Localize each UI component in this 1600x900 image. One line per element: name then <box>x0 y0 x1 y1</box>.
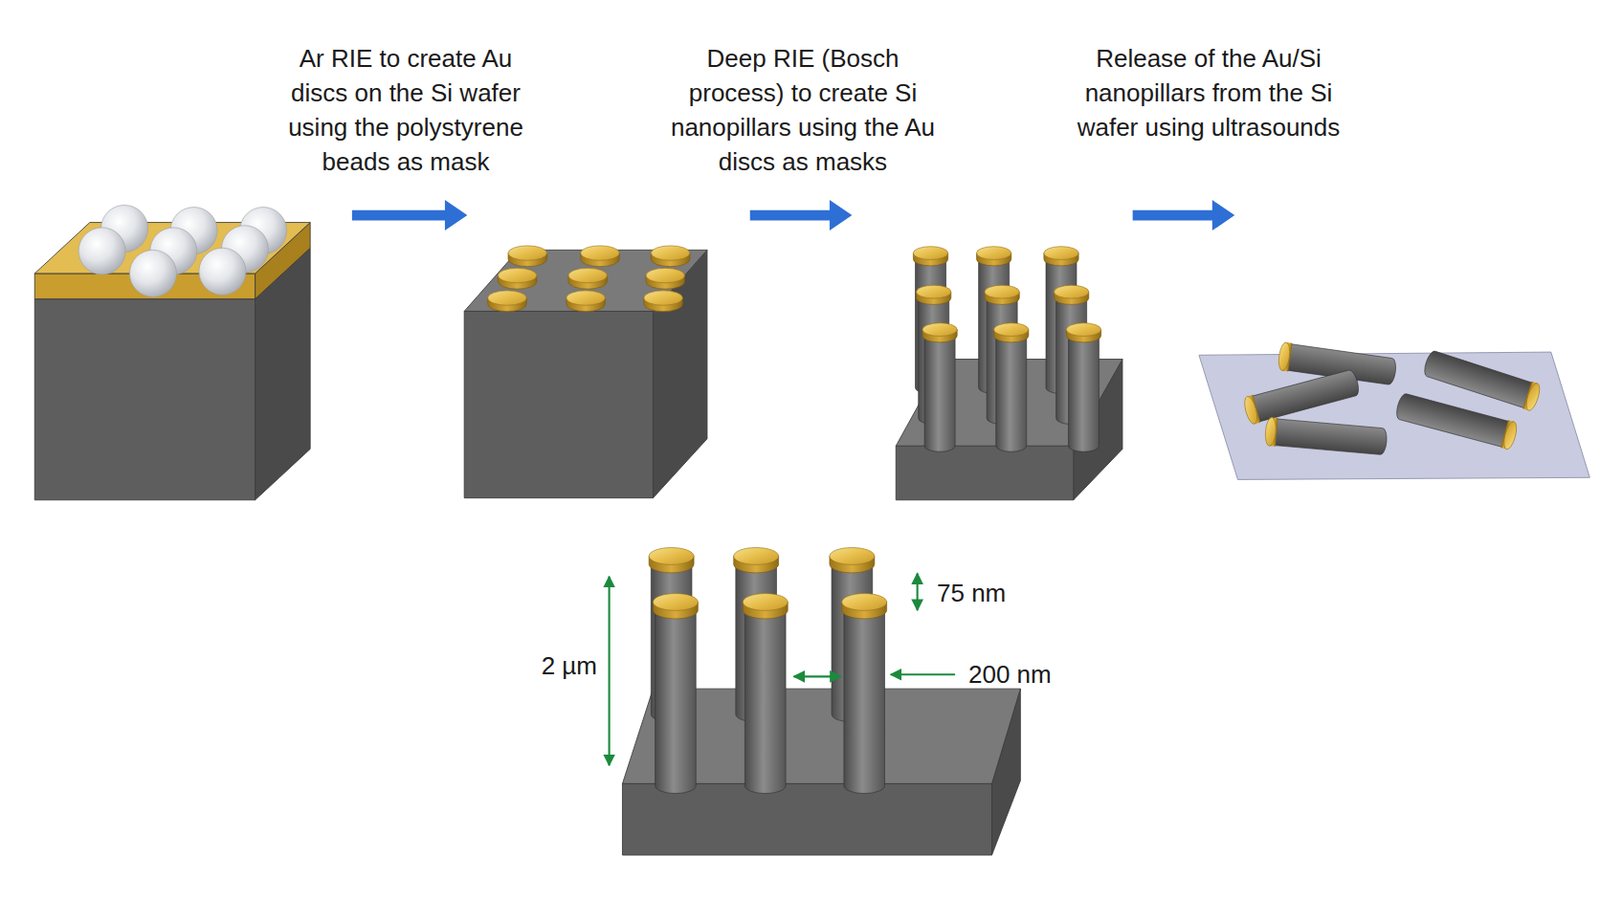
si-pillar <box>1067 335 1099 452</box>
gold-disc-top <box>508 245 548 261</box>
dimension-label: 2 µm <box>482 648 598 684</box>
dimension-label: 75 nm <box>936 576 1052 611</box>
rod-gold-end <box>1501 420 1519 451</box>
gold-disc-top <box>742 594 788 612</box>
wafer-with-discs <box>464 245 708 499</box>
dimension-line <box>794 675 842 678</box>
gold-disc-top <box>1066 323 1101 337</box>
released-nanopillar <box>1394 391 1519 451</box>
si-pillar <box>655 610 697 795</box>
process-arrow <box>1133 200 1236 231</box>
gold-disc-top <box>568 267 608 283</box>
wafer-front <box>622 783 992 856</box>
rod-body <box>1274 419 1388 456</box>
wafer-front <box>895 445 1074 501</box>
gold-disc-top <box>497 267 537 283</box>
wafer-front <box>464 311 653 498</box>
gold-disc-top <box>1044 246 1079 261</box>
rod-gold-end <box>1264 417 1277 447</box>
gold-disc-top <box>650 245 690 261</box>
rod-body <box>1252 369 1361 423</box>
artwork <box>34 200 1590 856</box>
dimension-label: 200 nm <box>968 657 1103 692</box>
rod-gold-end <box>1242 395 1260 426</box>
gold-disc-top <box>842 594 888 612</box>
gold-disc-top <box>912 246 948 261</box>
step-caption: Deep RIE (Bosch process) to create Si na… <box>663 41 943 179</box>
gold-disc-top <box>488 290 528 306</box>
gold-disc-top <box>1054 285 1089 299</box>
gold-disc-top <box>984 285 1020 299</box>
step-caption: Release of the Au/Si nanopillars from th… <box>1065 41 1353 145</box>
gold-disc-top <box>648 548 694 566</box>
dimension-line <box>916 574 919 611</box>
gold-disc-top <box>922 323 957 337</box>
released-nanopillar <box>1242 368 1361 426</box>
rod-gold-end <box>1523 381 1542 413</box>
etched-pillars <box>895 246 1123 501</box>
gold-disc-top <box>829 548 875 566</box>
gold-disc-top <box>976 246 1011 261</box>
polystyrene-bead <box>78 227 126 275</box>
dimension-lines <box>609 574 956 767</box>
gold-disc-top <box>652 594 698 612</box>
polystyrene-bead <box>199 247 246 295</box>
polystyrene-bead <box>129 249 177 297</box>
si-pillar <box>844 610 886 795</box>
gold-disc-top <box>994 323 1029 337</box>
rod-body <box>1394 392 1509 447</box>
released-nanopillar <box>1264 417 1388 457</box>
si-pillar <box>996 335 1027 452</box>
wafer-front <box>34 299 255 501</box>
si-pillar <box>744 610 786 795</box>
rod-body <box>1422 350 1533 409</box>
wafer-with-beads <box>34 204 311 500</box>
gold-disc-top <box>916 285 952 299</box>
gold-disc-top <box>645 267 686 283</box>
dimension-line <box>608 577 611 766</box>
process-arrow <box>750 200 853 231</box>
released-pillars <box>1199 341 1590 480</box>
gold-disc-top <box>566 290 606 306</box>
step-caption: Ar RIE to create Au discs on the Si wafe… <box>276 41 535 179</box>
gold-disc-top <box>733 548 779 566</box>
dimension-line <box>890 673 956 676</box>
si-pillar <box>924 335 956 452</box>
rod-gold-end <box>1277 341 1292 372</box>
gold-disc-top <box>580 245 621 261</box>
process-arrow <box>352 200 467 231</box>
gold-disc-top <box>644 290 684 306</box>
